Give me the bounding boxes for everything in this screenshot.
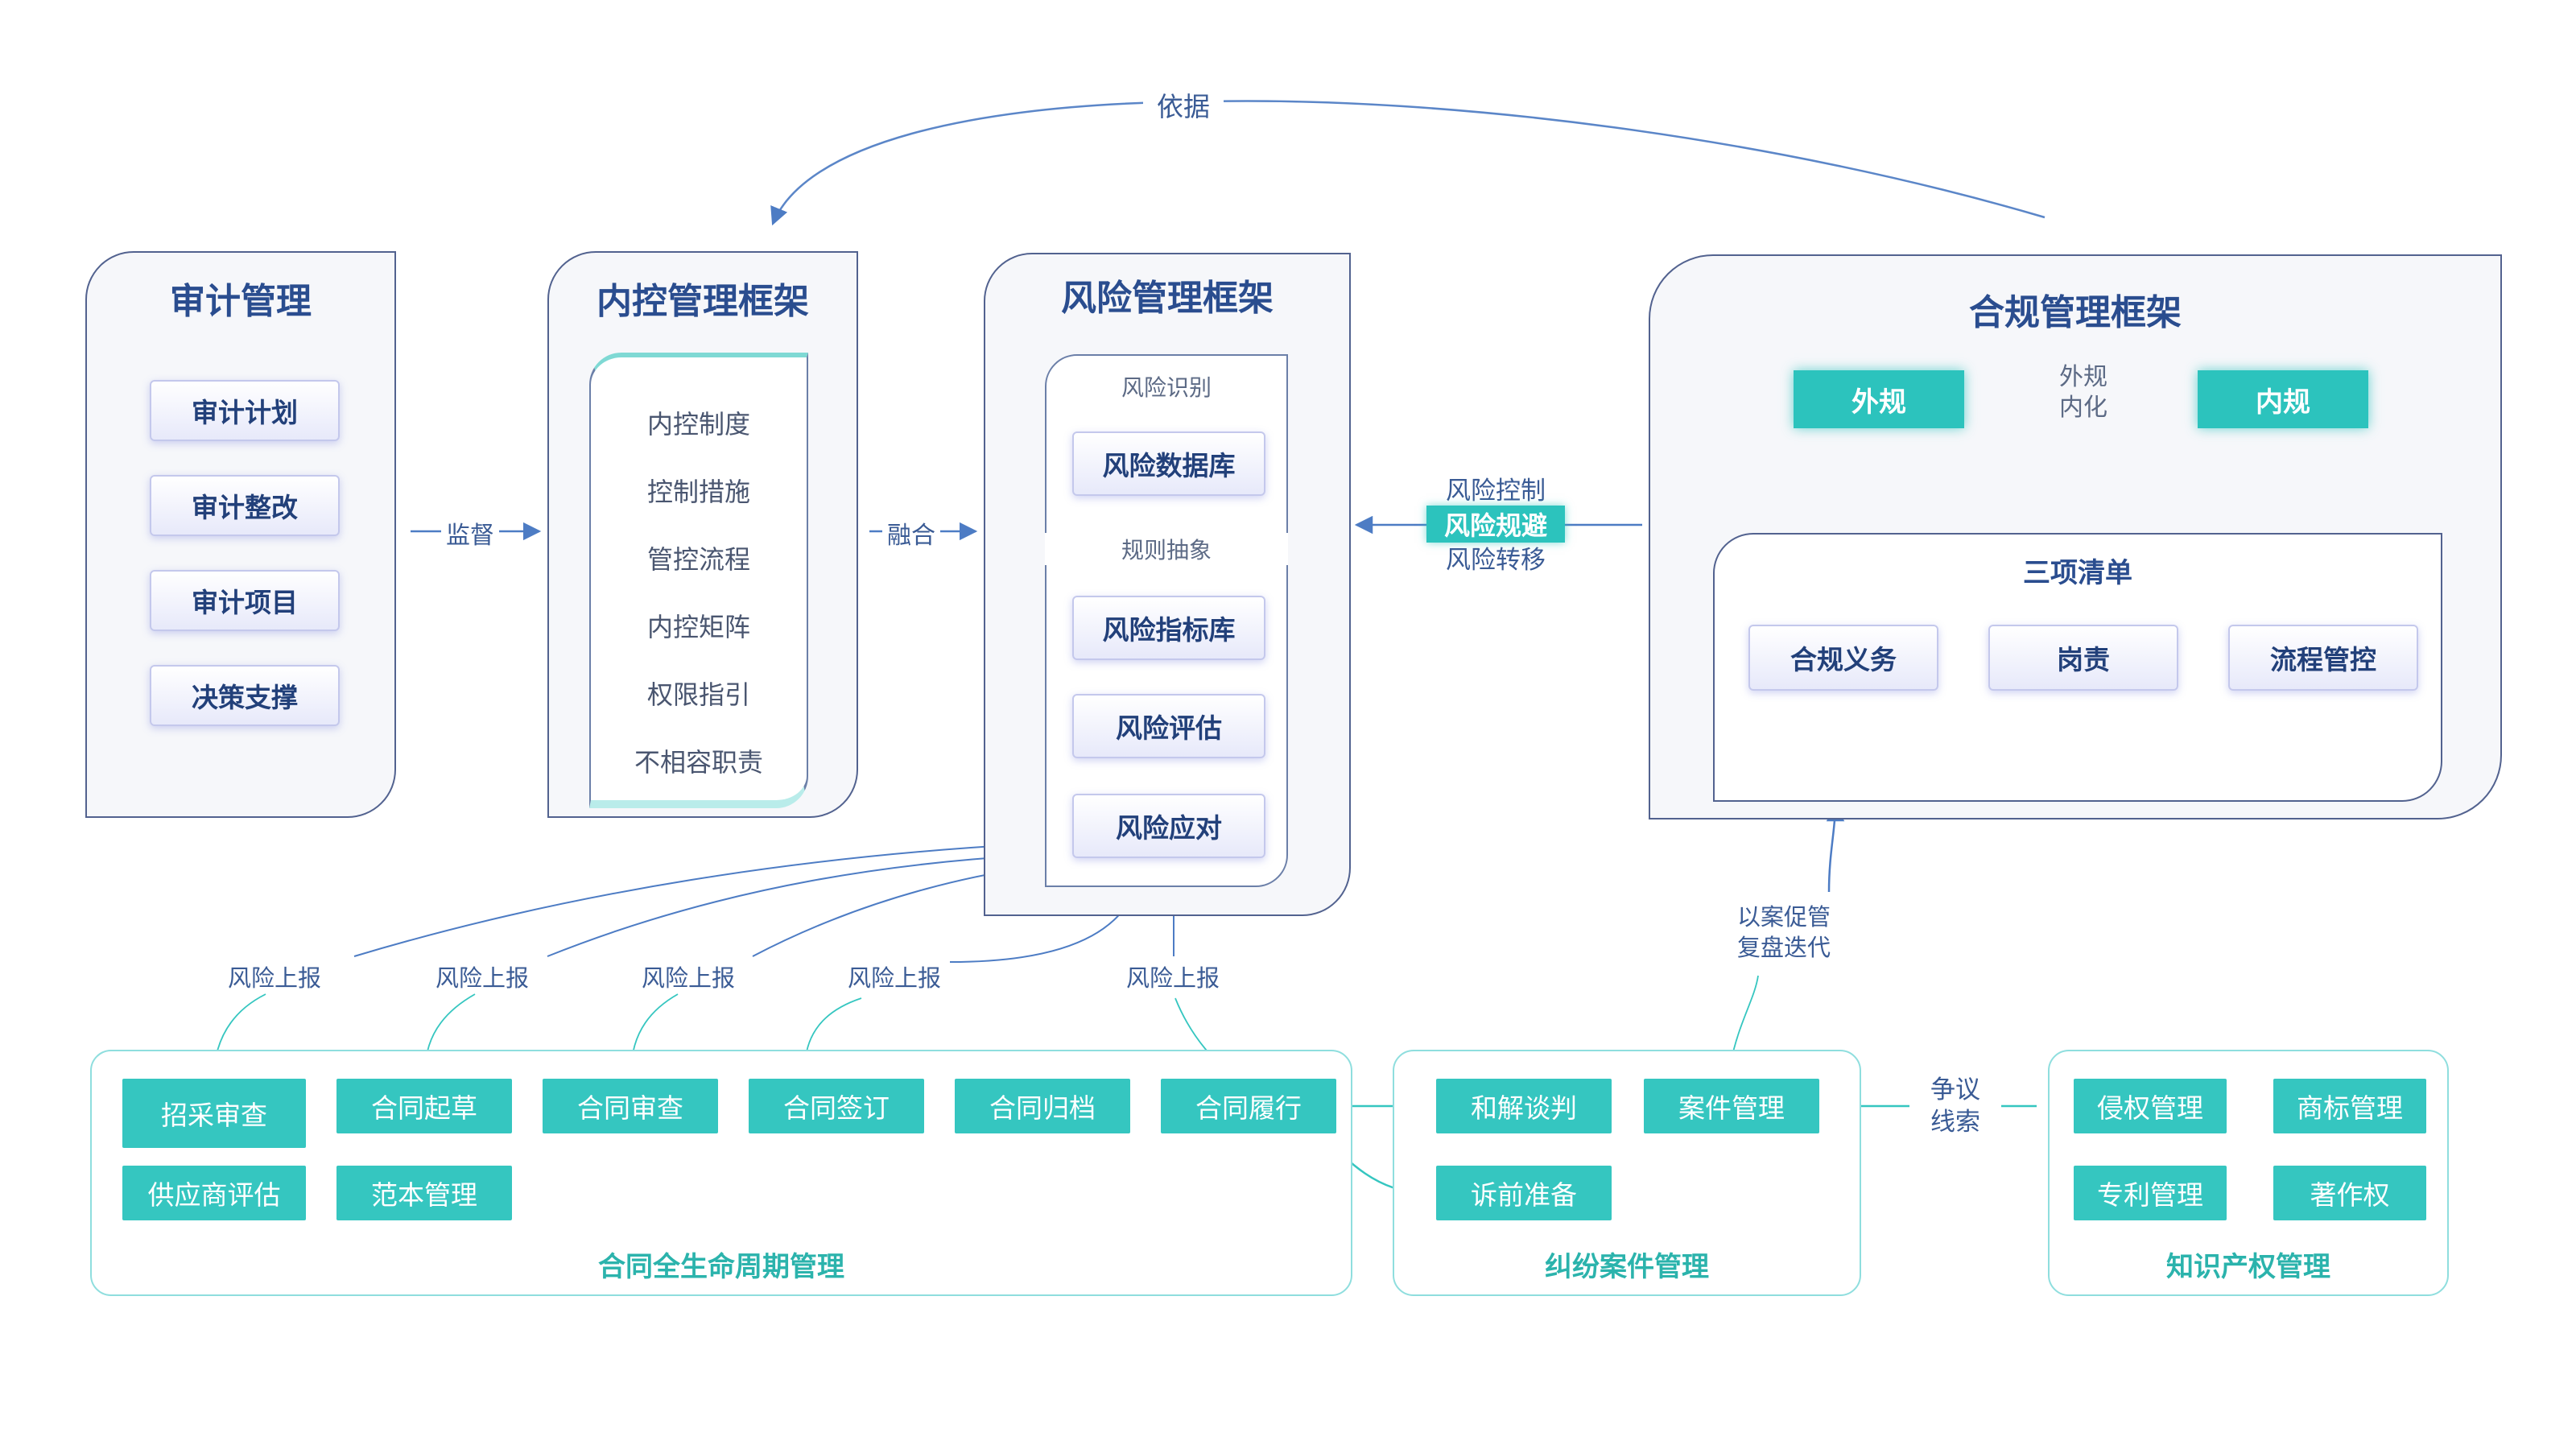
external-rules-box[interactable]: 外规 bbox=[1794, 370, 1964, 428]
internalize-line2: 内化 bbox=[2059, 394, 2107, 422]
ic-item-process: 管控流程 bbox=[646, 544, 750, 575]
risk-control-label: 风险控制 bbox=[1446, 477, 1546, 506]
internalize-line1: 外规 bbox=[2059, 363, 2107, 391]
audit-rectify-chip[interactable]: 审计整改 bbox=[150, 475, 340, 536]
risk-title: 风险管理框架 bbox=[1061, 278, 1274, 319]
compliance-obligation-chip[interactable]: 合规义务 bbox=[1748, 625, 1938, 691]
pre-litigation-box[interactable]: 诉前准备 bbox=[1436, 1166, 1612, 1220]
dispute-clue-line2: 线索 bbox=[1930, 1108, 1980, 1137]
fuse-label: 融合 bbox=[882, 515, 940, 551]
supervise-label: 监督 bbox=[441, 515, 499, 551]
ic-item-incompatible: 不相容职责 bbox=[634, 747, 763, 778]
dispute-clue-label: 争议 线索 bbox=[1911, 1074, 2000, 1138]
ic-item-authority: 权限指引 bbox=[646, 679, 750, 710]
basis-arc bbox=[770, 100, 2046, 226]
review-iterate-label: 复盘迭代 bbox=[1736, 934, 1831, 961]
risk-avoid-badge: 风险规避 bbox=[1426, 506, 1565, 543]
ic-item-institution: 内控制度 bbox=[646, 409, 750, 440]
risk-response-chip[interactable]: 风险应对 bbox=[1072, 794, 1265, 858]
supplier-evaluation-box[interactable]: 供应商评估 bbox=[122, 1166, 306, 1220]
risk-report-label-1: 风险上报 bbox=[222, 960, 327, 993]
risk-indicator-chip[interactable]: 风险指标库 bbox=[1072, 596, 1265, 660]
contract-signing-box[interactable]: 合同签订 bbox=[749, 1079, 924, 1133]
position-duty-chip[interactable]: 岗责 bbox=[1988, 625, 2178, 691]
rule-abstract-label: 规则抽象 bbox=[1045, 533, 1288, 565]
internal-control-title: 内控管理框架 bbox=[597, 281, 809, 322]
copyright-box[interactable]: 著作权 bbox=[2273, 1166, 2426, 1220]
internalize-label: 外规 内化 bbox=[2032, 362, 2135, 423]
patent-box[interactable]: 专利管理 bbox=[2074, 1166, 2227, 1220]
contract-performance-box[interactable]: 合同履行 bbox=[1161, 1079, 1336, 1133]
dispute-clue-line1: 争议 bbox=[1930, 1075, 1980, 1104]
audit-plan-chip[interactable]: 审计计划 bbox=[150, 380, 340, 441]
risk-assessment-chip[interactable]: 风险评估 bbox=[1072, 694, 1265, 758]
internal-rules-box[interactable]: 内规 bbox=[2198, 370, 2368, 428]
ic-item-matrix: 内控矩阵 bbox=[646, 612, 750, 642]
case-management-box[interactable]: 案件管理 bbox=[1644, 1079, 1819, 1133]
internal-control-list-card bbox=[589, 353, 808, 808]
risk-report-label-3: 风险上报 bbox=[636, 960, 741, 993]
risk-report-label-5: 风险上报 bbox=[1121, 960, 1225, 993]
compliance-title: 合规管理框架 bbox=[1969, 292, 2182, 333]
dispute-title: 纠纷案件管理 bbox=[1545, 1251, 1709, 1283]
settlement-negotiation-box[interactable]: 和解谈判 bbox=[1436, 1079, 1612, 1133]
risk-transfer-label: 风险转移 bbox=[1446, 546, 1546, 575]
audit-project-chip[interactable]: 审计项目 bbox=[150, 570, 340, 631]
contract-review-box[interactable]: 合同审查 bbox=[543, 1079, 718, 1133]
risk-report-label-4: 风险上报 bbox=[842, 960, 947, 993]
ip-title: 知识产权管理 bbox=[2166, 1251, 2330, 1283]
contract-drafting-box[interactable]: 合同起草 bbox=[336, 1079, 512, 1133]
risk-database-chip[interactable]: 风险数据库 bbox=[1072, 431, 1265, 496]
process-control-chip[interactable]: 流程管控 bbox=[2228, 625, 2418, 691]
ic-item-measures: 控制措施 bbox=[646, 477, 750, 507]
trademark-box[interactable]: 商标管理 bbox=[2273, 1079, 2426, 1133]
risk-report-label-2: 风险上报 bbox=[430, 960, 535, 993]
three-lists-title: 三项清单 bbox=[2023, 557, 2132, 589]
infringement-box[interactable]: 侵权管理 bbox=[2074, 1079, 2227, 1133]
contract-lifecycle-title: 合同全生命周期管理 bbox=[598, 1251, 844, 1283]
procurement-review-box[interactable]: 招采审查 bbox=[122, 1079, 306, 1148]
basis-label: 依据 bbox=[1143, 85, 1224, 124]
decision-support-chip[interactable]: 决策支撑 bbox=[150, 665, 340, 726]
risk-identify-label: 风险识别 bbox=[1121, 374, 1212, 401]
template-management-box[interactable]: 范本管理 bbox=[336, 1166, 512, 1220]
contract-archive-box[interactable]: 合同归档 bbox=[955, 1079, 1130, 1133]
case-promote-label: 以案促管 bbox=[1736, 903, 1831, 931]
audit-title: 审计管理 bbox=[170, 281, 312, 322]
